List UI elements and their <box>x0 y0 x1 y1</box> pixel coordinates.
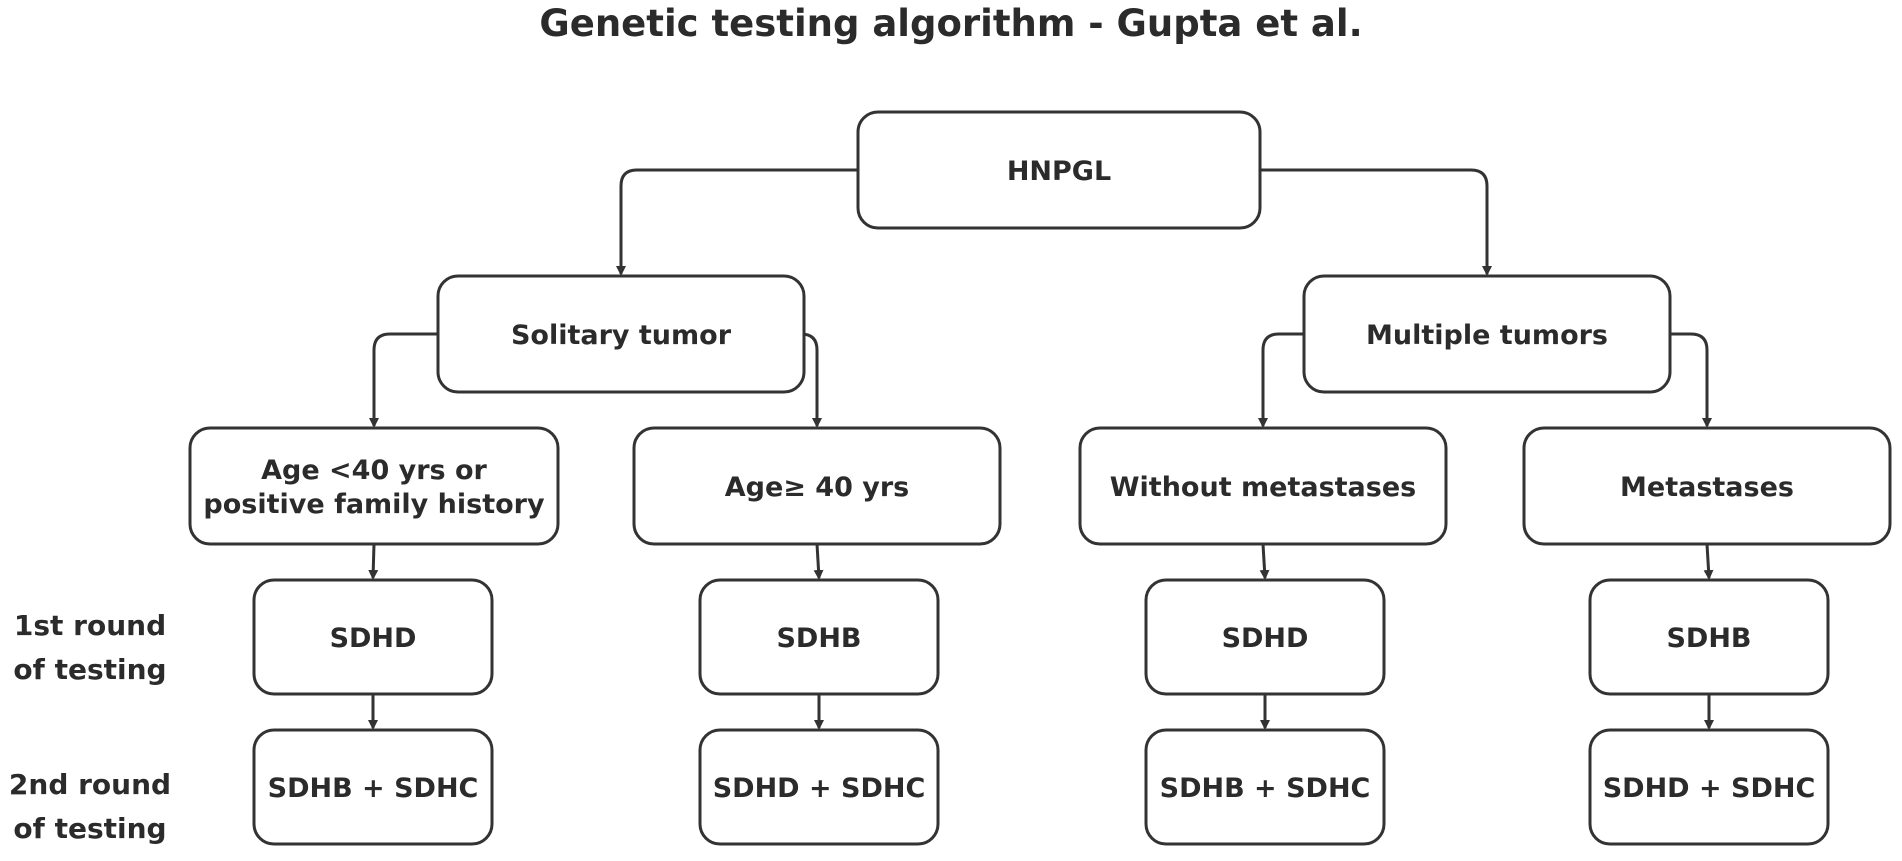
arrow-hnpgl-to-multiple <box>1260 168 1492 276</box>
node-box <box>1522 426 1892 546</box>
node-label: SDHB <box>776 623 861 654</box>
node-box <box>1144 728 1386 846</box>
node-box <box>1588 578 1830 696</box>
node-label: Age <40 yrs or <box>261 455 487 486</box>
node-label: SDHB + SDHC <box>268 773 479 804</box>
node-box <box>252 728 494 846</box>
node-no-met: Without metastases <box>1078 426 1448 546</box>
node-r1-c: SDHD <box>1144 578 1386 696</box>
node-box <box>188 426 560 546</box>
arrow-age-old-to-r1-b <box>813 543 824 580</box>
node-label: SDHD <box>330 623 417 654</box>
node-label: SDHB + SDHC <box>1160 773 1371 804</box>
node-r2-a: SDHB + SDHC <box>252 728 494 846</box>
node-r1-b: SDHB <box>698 578 940 696</box>
node-box <box>436 274 806 394</box>
node-met: Metastases <box>1522 426 1892 546</box>
node-hnpgl: HNPGL <box>856 110 1262 230</box>
node-box <box>856 110 1262 230</box>
row-label-text: 2nd round <box>9 768 171 801</box>
row-labels: 1st round of testing 2nd round of testing <box>9 609 171 845</box>
arrow-met-to-r1-d <box>1703 543 1714 580</box>
row-label-text: of testing <box>13 653 166 686</box>
node-r2-c: SDHB + SDHC <box>1144 728 1386 846</box>
node-box <box>698 578 940 696</box>
node-solitary: Solitary tumor <box>436 274 806 394</box>
node-r2-b: SDHD + SDHC <box>698 728 940 846</box>
node-r2-d: SDHD + SDHC <box>1588 728 1830 846</box>
node-label: Age≥ 40 yrs <box>725 472 910 503</box>
node-label: SDHD + SDHC <box>713 773 926 804</box>
node-box <box>632 426 1002 546</box>
node-box <box>1302 274 1672 394</box>
node-box <box>1144 578 1386 696</box>
node-label: SDHB <box>1666 623 1751 654</box>
node-label: Without metastases <box>1110 472 1416 503</box>
arrow-multiple-to-no-met <box>1258 332 1304 428</box>
arrow-age-young-to-r1-a <box>368 543 379 580</box>
node-label: HNPGL <box>1007 156 1111 187</box>
row-label-round1: 1st round of testing <box>13 609 166 686</box>
node-box <box>1078 426 1448 546</box>
node-label: SDHD <box>1222 623 1309 654</box>
connectors <box>368 168 1714 730</box>
node-r1-d: SDHB <box>1588 578 1830 696</box>
row-label-round2: 2nd round of testing <box>9 768 171 845</box>
node-box <box>1588 728 1830 846</box>
page-title: Genetic testing algorithm - Gupta et al. <box>539 2 1363 45</box>
node-label: Solitary tumor <box>511 320 732 351</box>
node-label: Metastases <box>1620 472 1794 503</box>
node-multiple: Multiple tumors <box>1302 274 1672 394</box>
node-box <box>698 728 940 846</box>
node-box <box>252 578 494 696</box>
node-label: SDHD + SDHC <box>1603 773 1816 804</box>
node-label: Multiple tumors <box>1366 320 1608 351</box>
node-label: positive family history <box>203 489 545 520</box>
row-label-text: 1st round <box>14 609 166 642</box>
arrow-no-met-to-r1-c <box>1259 543 1270 580</box>
node-age-old: Age≥ 40 yrs <box>632 426 1002 546</box>
node-r1-a: SDHD <box>252 578 494 696</box>
arrow-solitary-to-age-young <box>369 332 438 428</box>
arrow-multiple-to-met <box>1670 332 1712 428</box>
arrow-hnpgl-to-solitary <box>616 168 858 276</box>
row-label-text: of testing <box>13 812 166 845</box>
